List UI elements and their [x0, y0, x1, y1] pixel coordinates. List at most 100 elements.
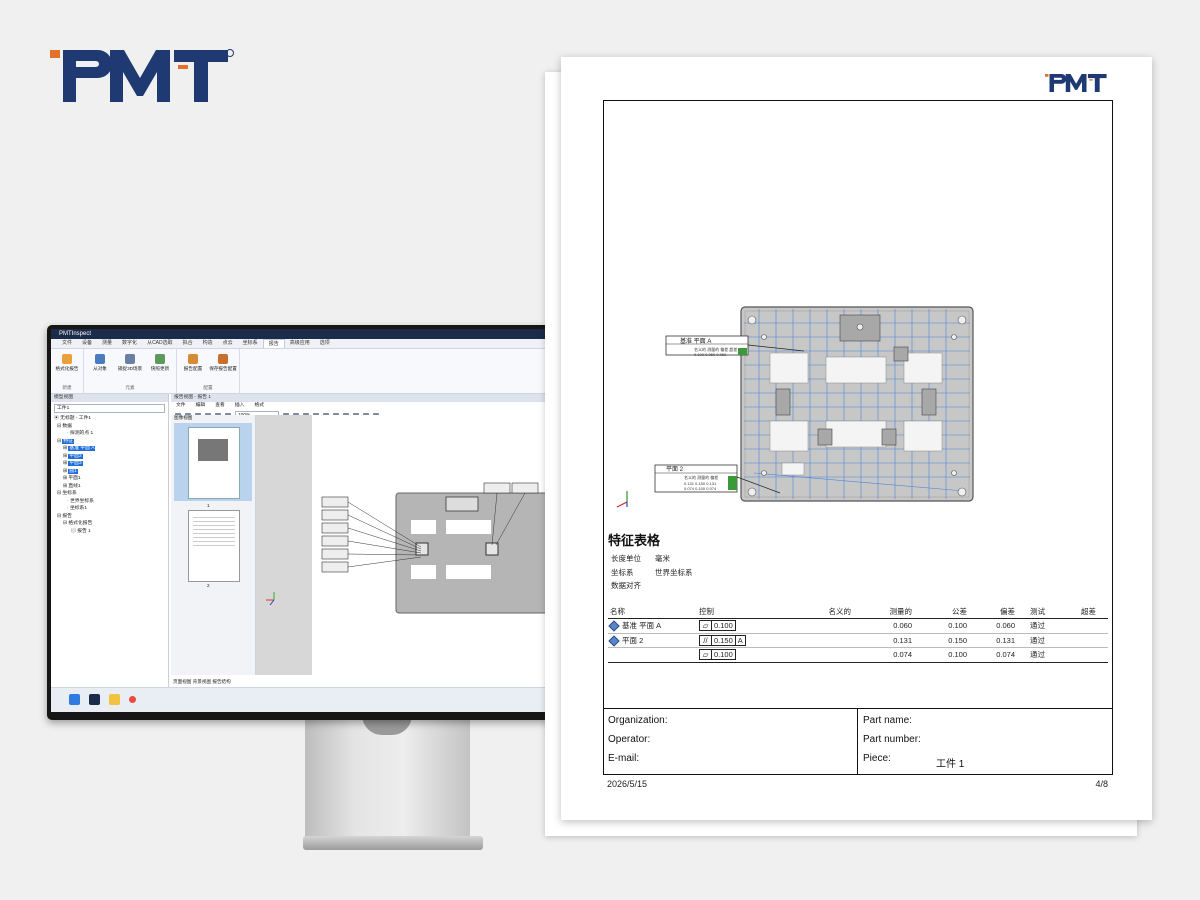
panel-title: 模型视图: [51, 394, 168, 402]
from-object-button[interactable]: 从对象: [87, 351, 113, 372]
report-icon: [62, 354, 72, 364]
menu-item[interactable]: 设备: [82, 340, 93, 346]
tree-item[interactable]: · 世界坐标系: [67, 498, 94, 504]
windows-start-icon[interactable]: [69, 694, 80, 705]
menu-item[interactable]: 从CAD选取: [147, 340, 173, 346]
menu-item[interactable]: 构造: [202, 340, 213, 346]
feature-control-frame: ▱0.100: [699, 620, 736, 632]
folder-icon[interactable]: [109, 694, 120, 705]
report-page: 基准 平面 A 名义的 测量的 偏差 超差 0.100 0.060 0.060 …: [561, 57, 1152, 820]
notification-icon[interactable]: [129, 696, 136, 703]
part-drawing: 基准 平面 A 名义的 测量的 偏差 超差 0.100 0.060 0.060 …: [616, 306, 974, 508]
tree-item[interactable]: ⊞ 基准 平面 A: [63, 446, 96, 451]
pmt-logo: [50, 49, 234, 102]
tree-item[interactable]: ⊞ 平面1: [63, 476, 81, 481]
feature-icon: [608, 620, 620, 632]
monitor-stand: [305, 720, 470, 840]
report-menu-item[interactable]: 查看: [215, 403, 225, 408]
report-menu-item[interactable]: 插入: [234, 403, 245, 408]
tree-item[interactable]: ⊟ 数据: [57, 423, 72, 429]
menu-item[interactable]: 数字化: [122, 340, 138, 346]
stand-cutout: [362, 715, 412, 735]
menu-item-report[interactable]: 报告: [262, 339, 285, 348]
tree-item[interactable]: ⊞ 直线1: [63, 483, 81, 489]
camera-icon: [125, 354, 135, 364]
svg-text:0.074 0.100 0.074: 0.074 0.100 0.074: [684, 486, 717, 491]
page-thumb-label: 1: [207, 503, 210, 508]
report-menu-item[interactable]: 格式: [254, 403, 265, 408]
menu-item[interactable]: 点云: [222, 340, 233, 346]
main-menu: 文件 设备 测量 数字化 从CAD选取 拟合 构造 点云 坐标系 报告 高级应用…: [51, 339, 548, 349]
tab-page-view[interactable]: 页面视图: [173, 679, 192, 684]
report-canvas[interactable]: [256, 415, 548, 675]
tree-item[interactable]: ▣ 无标题 - 工件1: [54, 416, 92, 421]
ribbon: 格式化报告 新建 从对象 捕捉3D场景: [51, 349, 548, 394]
report-frame: 基准 平面 A 名义的 测量的 偏差 超差 0.100 0.060 0.060 …: [603, 100, 1113, 775]
report-view-panel: 报告视图 - 报告 1 文件 编辑 查看 插入 格式 100%: [171, 394, 548, 696]
workpiece-select[interactable]: 工件1: [54, 404, 165, 413]
ribbon-group-element: 从对象 捕捉3D场景 快照更新 元素: [84, 349, 177, 393]
page-thumb-label: 2: [207, 583, 210, 588]
app-taskbar-icon[interactable]: [89, 694, 100, 705]
axis-triad-icon: [616, 491, 628, 508]
part-number-label: Part number:: [863, 734, 921, 745]
report-drawing: [266, 482, 548, 614]
callout-plane-2: 平面 2 名义的 测量的 偏差 0.131 0.150 0.131 0.074 …: [654, 464, 781, 494]
taskbar: [51, 687, 548, 712]
tab-background-view[interactable]: 背景视图: [192, 679, 212, 684]
ribbon-group-new: 格式化报告 新建: [51, 349, 84, 393]
tree-item[interactable]: ⊟ 格式化报告: [63, 521, 93, 526]
feature-icon: [608, 635, 620, 647]
app-window: PMTInspect 文件 设备 测量 数字化 从CAD选取 拟合 构造 点云 …: [51, 329, 548, 712]
report-menu-item[interactable]: 编辑: [195, 403, 206, 408]
page-thumbnails: 图像视图 1 2: [171, 415, 256, 675]
tree-item[interactable]: ▤ 报告 1: [71, 528, 91, 534]
tree-item[interactable]: ⊞ 平面2: [63, 453, 83, 459]
snapshot-update-button[interactable]: 快照更新: [147, 351, 173, 372]
tree-item[interactable]: ⊟ 报告: [57, 513, 72, 519]
tree-item[interactable]: · 坐标系1: [67, 506, 87, 511]
svg-text:平面 2: 平面 2: [666, 466, 684, 473]
page-thumb-1[interactable]: [174, 423, 252, 501]
report-config-button[interactable]: 报告配置: [180, 351, 206, 372]
feature-control-frame: ▱0.100: [699, 649, 736, 661]
report-panel-title: 报告视图 - 报告 1: [171, 394, 548, 402]
table-row: ▱0.100 0.074 0.100 0.074 通过: [608, 647, 1108, 663]
flatness-icon: ▱: [700, 621, 712, 631]
tree-item[interactable]: ⊟ 坐标系: [57, 491, 77, 496]
piece-label: Piece:: [863, 753, 891, 764]
feature-table: 名称 控制 名义的 测量的 公差 偏差 测试 超差 基准 平面 A ▱0.100…: [608, 605, 1108, 663]
organization-label: Organization:: [608, 715, 668, 726]
menu-item[interactable]: 选项: [319, 340, 330, 346]
capture-3d-button[interactable]: 捕捉3D场景: [117, 351, 143, 372]
svg-text:0.131 0.150 0.131: 0.131 0.150 0.131: [684, 481, 717, 486]
save-report-config-button[interactable]: 保存报告配置: [209, 351, 237, 372]
menu-item[interactable]: 文件: [62, 340, 73, 346]
menu-item[interactable]: 坐标系: [242, 340, 258, 346]
model-tree: ▣ 无标题 - 工件1 ⊟ 数据 · 探测的点 1 ⊟ 特征 ⊞ 基准 平面 A…: [51, 415, 168, 535]
svg-text:0.100 0.060 0.060: 0.100 0.060 0.060: [694, 352, 727, 357]
flatness-icon: ▱: [700, 650, 712, 660]
menu-item[interactable]: 拟合: [182, 340, 193, 346]
report-menu-item[interactable]: 文件: [176, 403, 186, 408]
tree-item[interactable]: ⊟ 特征: [57, 438, 74, 444]
model-view-panel: 模型视图 工件1 ▣ 无标题 - 工件1 ⊟ 数据 · 探测的点 1 ⊟ 特征 …: [51, 394, 169, 696]
menu-item[interactable]: 测量: [102, 340, 113, 346]
tree-item[interactable]: ⊞ 平面3: [63, 461, 83, 466]
tree-item[interactable]: · 探测的点 1: [67, 431, 94, 436]
format-report-button[interactable]: 格式化报告: [54, 351, 80, 372]
menu-item[interactable]: 高级应用: [289, 340, 310, 346]
feature-table-title: 特征表格: [608, 533, 661, 548]
monitor: PMTInspect 文件 设备 测量 数字化 从CAD选取 拟合 构造 点云 …: [47, 325, 552, 720]
report-date: 2026/5/15: [607, 779, 648, 789]
part-name-label: Part name:: [863, 715, 912, 726]
svg-text:名义的 测量的 偏差 超差: 名义的 测量的 偏差 超差: [694, 346, 737, 352]
tab-report-structure[interactable]: 报告结构: [212, 679, 231, 684]
monitor-base: [303, 836, 483, 850]
tree-item[interactable]: ⊞ 圆1: [63, 468, 78, 474]
page-thumb-2[interactable]: [188, 510, 240, 582]
report-bottom-tabs: 页面视图 背景视图 报告结构: [171, 678, 257, 686]
title-block: Organization: Operator: E-mail: Part nam…: [604, 708, 1112, 775]
